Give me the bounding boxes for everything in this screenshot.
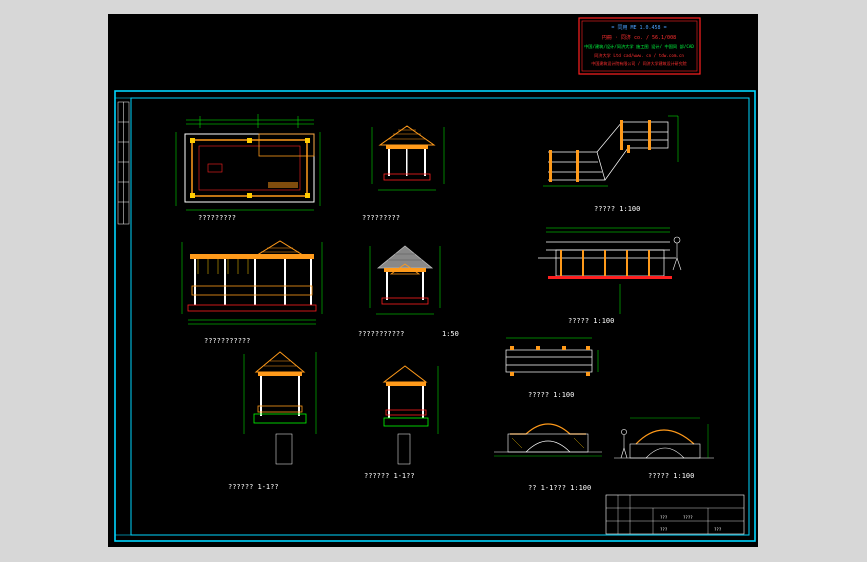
stamp-line-3: 中国/建筑/设计/同济大学 施工图 设计/ 中国同 部/CAD [584,43,694,50]
plan-view-label: ????????? [198,214,236,222]
title-block-drawing-name: ???? [683,515,693,520]
title-block-row-3: ??? [714,527,722,532]
section-1-1-large: ?????? 1-1?? [228,351,317,491]
section-2-label: ?????? 1-1?? [364,472,415,480]
long-section-label: ????? 1:100 [568,317,614,325]
pavilion-plan-view: ????????? [175,114,321,222]
bridge-section-view: ?? 1-1??? 1:100 [494,423,602,492]
elevation-3-scale: 1:50 [442,330,459,338]
elevation-3-label: ??????????? [358,330,404,338]
title-block-row-2: ??? [660,527,668,532]
stamp-line-1: = 同用 ME 1.0.458 = [611,25,666,31]
corridor-long-section: ????? 1:100 [538,227,682,325]
bridge-front-label: ????? 1:100 [648,472,694,480]
title-block-row-1: ??? [660,515,668,520]
elevation-2-label: ??????????? [204,337,250,345]
section-1-label: ?????? 1-1?? [228,483,279,491]
drawing-frame [114,90,756,542]
corner-view-label: ????? 1:100 [594,205,640,213]
stamp-line-5: 中国建筑设计院有限公司 / 同济大学建筑设计研究院 [591,60,686,66]
cad-drawing-sheet: = 同用 ME 1.0.458 = 円冊 · 同济 co. / 56.1/008… [108,14,758,547]
elevation-1-label: ????????? [362,214,400,222]
stamp-line-4: 同济大学 Ltd cad/www. cn / tdw.com.cn [594,52,684,59]
bridge-plan-view: ????? 1:100 [505,337,599,399]
corridor-front-elevation: ??????????? [181,240,323,345]
bridge-plan-label: ????? 1:100 [528,391,574,399]
binding-strip [117,101,130,225]
corridor-corner-view: ????? 1:100 [543,115,679,213]
section-1-1-small: ?????? 1-1?? [364,365,439,480]
stamp-line-2: 円冊 · 同济 co. / 56.1/008 [602,34,676,41]
bridge-section-label: ?? 1-1??? 1:100 [528,484,591,492]
pavilion-side-elevation-2: ??????????? 1:50 [358,245,459,338]
bridge-front-view: ????? 1:100 [614,417,714,480]
title-block: ??? ??? ???? ??? [605,494,745,535]
title-stamp: = 同用 ME 1.0.458 = 円冊 · 同济 co. / 56.1/008… [578,17,701,75]
pavilion-side-elevation-1: ????????? [362,125,445,222]
